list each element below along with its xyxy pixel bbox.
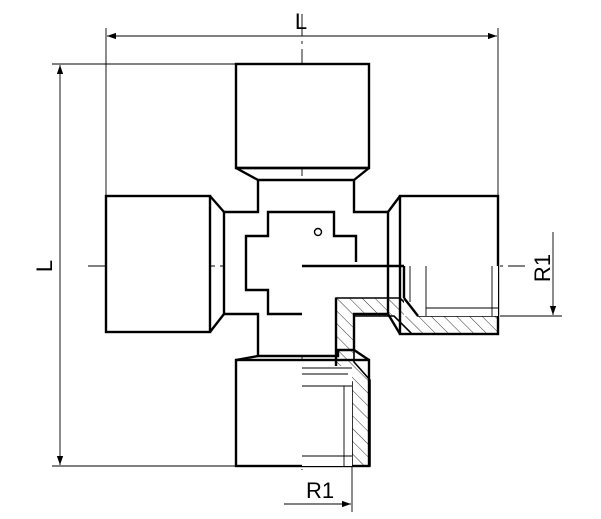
- right-r1-label: R1: [530, 254, 555, 282]
- width-dimension-label: L: [295, 9, 307, 34]
- top-hex-end: [234, 62, 371, 182]
- stepped-internal-profile-upper: [302, 210, 358, 262]
- sectioned-wall-hatch: [335, 297, 499, 467]
- height-dimension-label: L: [32, 260, 57, 272]
- right-thread-bore: [402, 266, 498, 317]
- stepped-internal-profile: [244, 210, 302, 316]
- vent-hole-icon: [313, 227, 323, 237]
- left-hex-end: [104, 194, 225, 334]
- bottom-thread-dimension: R1: [284, 466, 353, 512]
- bottom-thread-bore: [302, 264, 404, 466]
- bottom-r1-label: R1: [306, 478, 334, 503]
- fitting-body-outline: [222, 178, 390, 358]
- right-thread-dimension: R1: [500, 232, 562, 317]
